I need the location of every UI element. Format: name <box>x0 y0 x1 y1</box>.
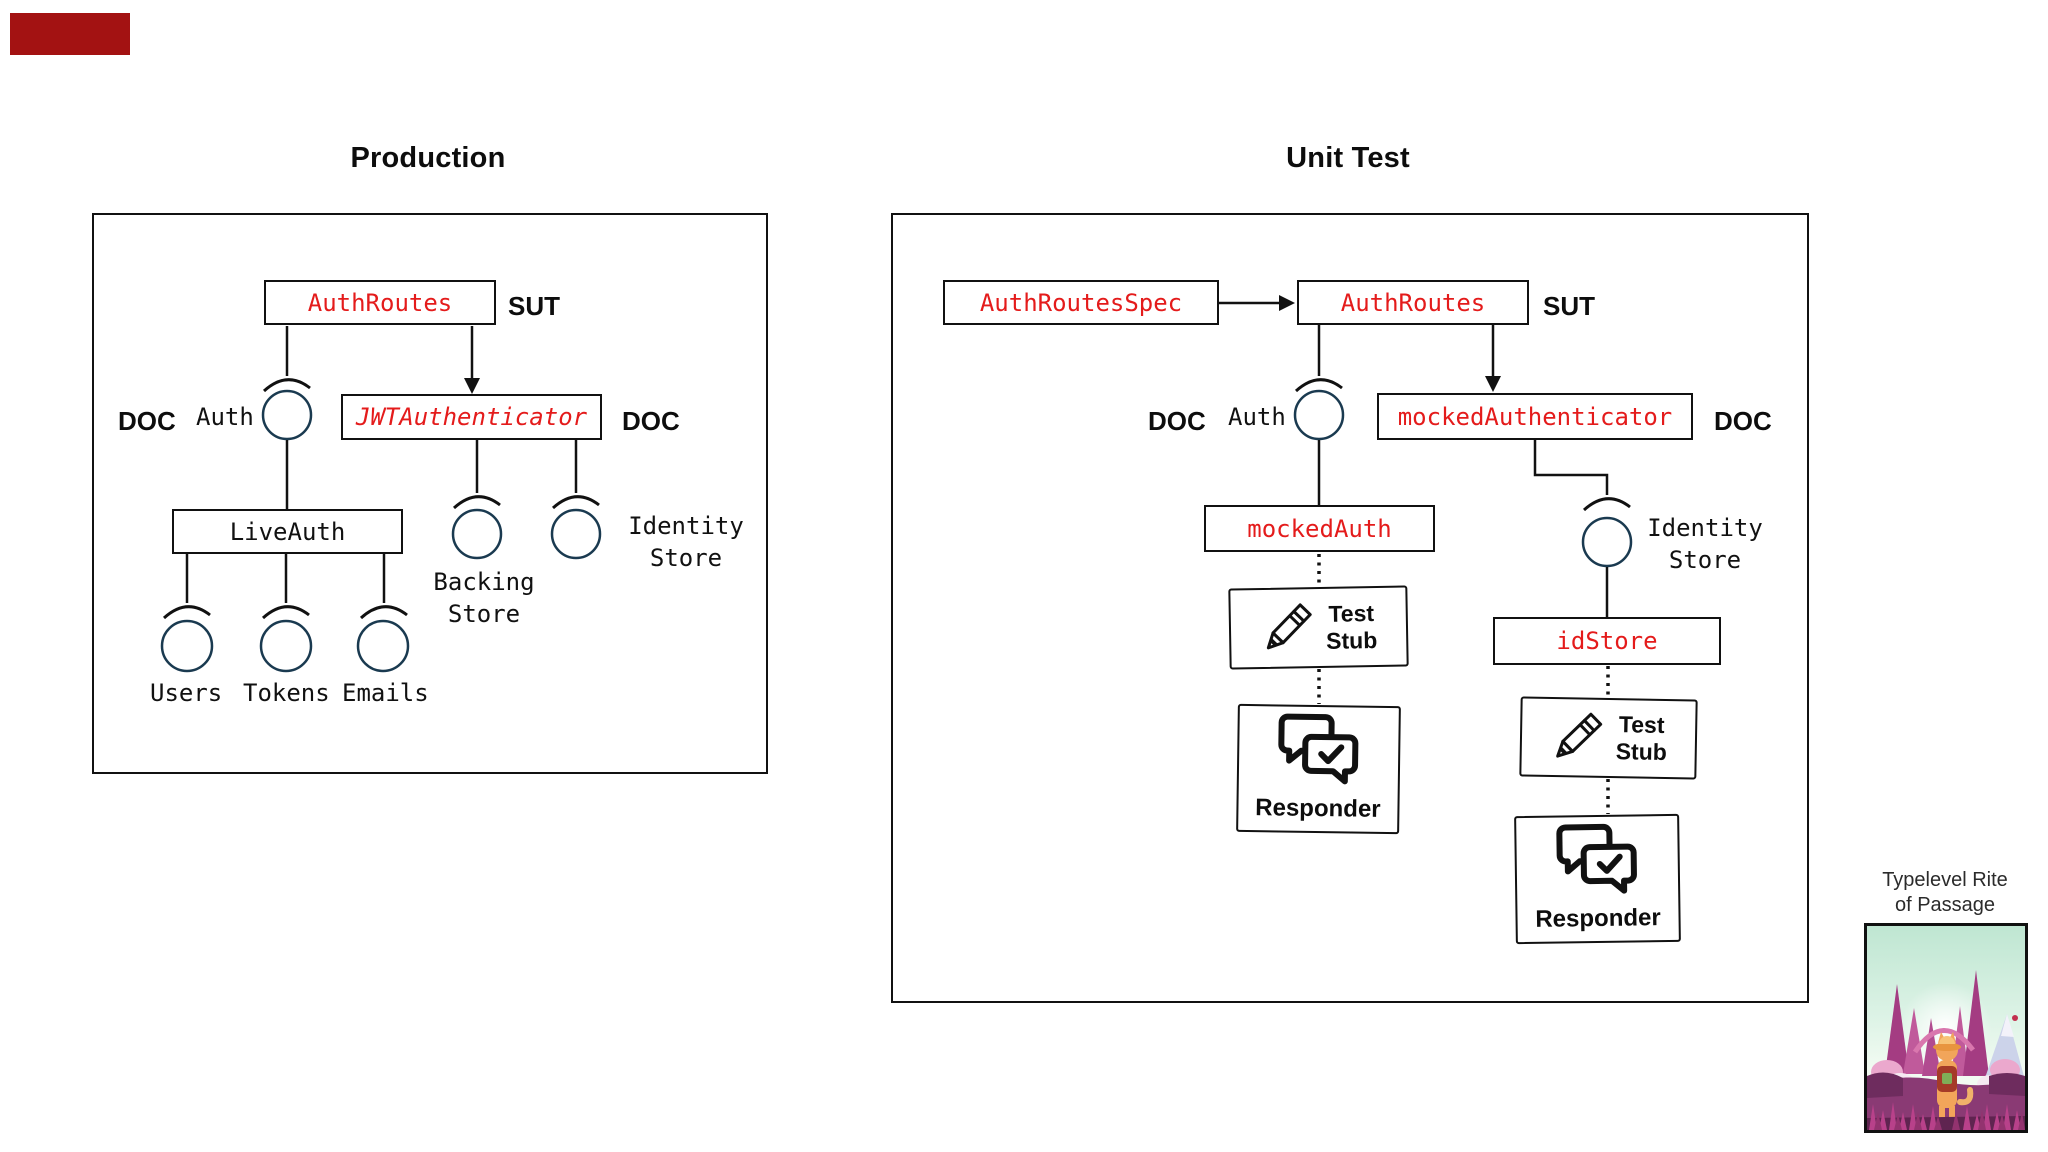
prod-doc-right-label: DOC <box>622 406 680 436</box>
responder-box-left: Responder <box>1236 703 1401 835</box>
fantasy-landscape-illustration <box>1867 926 2025 1130</box>
test-authroutesspec-box: AuthRoutesSpec <box>943 280 1219 325</box>
prod-emails-label: Emails <box>342 679 429 707</box>
test-stub-box-right: Test Stub <box>1519 696 1698 780</box>
prod-users-label: Users <box>150 679 223 707</box>
prod-jwtauthenticator-box: JWTAuthenticator <box>341 394 602 440</box>
test-doc-right-label: DOC <box>1714 406 1772 436</box>
test-authroutes-box: AuthRoutes <box>1297 280 1529 325</box>
test-mockedauthenticator-box: mockedAuthenticator <box>1377 393 1693 440</box>
prod-tokens-label: Tokens <box>243 679 330 707</box>
test-sut-label: SUT <box>1543 291 1595 321</box>
test-mockedauth-box: mockedAuth <box>1204 505 1435 552</box>
responder-chat-icon <box>1555 823 1637 894</box>
responder-box-right: Responder <box>1514 813 1681 945</box>
unit-test-title: Unit Test <box>1286 142 1410 174</box>
prod-liveauth-box: LiveAuth <box>172 509 403 554</box>
test-doc-left-label: DOC <box>1148 406 1206 436</box>
test-identity-store-label: Identity Store <box>1647 514 1763 574</box>
test-stub-label-right: Test Stub <box>1615 711 1668 766</box>
test-auth-label: Auth <box>1228 403 1286 431</box>
accent-rectangle <box>10 13 130 55</box>
prod-auth-label: Auth <box>196 403 254 431</box>
prod-identity-store-label: Identity Store <box>628 512 744 572</box>
production-title: Production <box>350 142 506 174</box>
test-stub-label-left: Test Stub <box>1325 599 1378 654</box>
pencil-icon <box>1556 712 1603 758</box>
ad-artwork-card <box>1864 923 2028 1133</box>
prod-backing-store-label: Backing Store <box>433 568 535 628</box>
test-stub-box-left: Test Stub <box>1228 585 1409 670</box>
unit-test-panel <box>891 213 1809 1003</box>
pencil-icon <box>1266 602 1312 649</box>
responder-label-right: Responder <box>1535 904 1661 933</box>
prod-authroutes-box: AuthRoutes <box>264 280 496 325</box>
ad-caption: Typelevel Rite of Passage <box>1882 869 2008 916</box>
prod-doc-left-label: DOC <box>118 406 176 436</box>
production-panel <box>92 213 768 774</box>
responder-chat-icon <box>1277 713 1358 785</box>
prod-sut-label: SUT <box>508 291 560 321</box>
test-idstore-box: idStore <box>1493 617 1721 665</box>
responder-label-left: Responder <box>1255 794 1381 823</box>
